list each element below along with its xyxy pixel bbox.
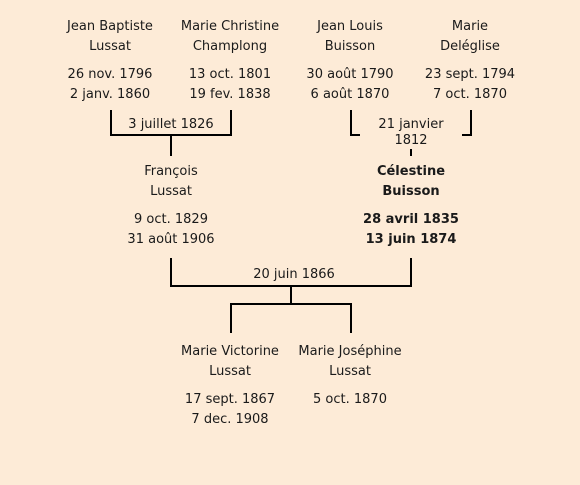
marriage-date-buisson-deleglise: 21 janvier 1812 — [360, 117, 462, 149]
person-first-name: Jean Baptiste — [67, 19, 153, 34]
birth-date: 30 août 1790 — [306, 67, 394, 82]
person-marie-christine-champlong: Marie Christine Champlong 13 oct. 1801 1… — [165, 17, 295, 105]
person-last-name: Lussat — [150, 184, 192, 199]
connector-line — [290, 285, 292, 305]
connector-line — [350, 303, 352, 333]
person-first-name: Marie Victorine — [181, 344, 279, 359]
connector-line — [230, 303, 232, 333]
connector-line — [350, 110, 352, 136]
death-date: 2 janv. 1860 — [69, 87, 151, 102]
death-date: 6 août 1870 — [310, 87, 390, 102]
person-francois-lussat: François Lussat 9 oct. 1829 31 août 1906 — [106, 162, 236, 250]
person-last-name: Lussat — [89, 39, 131, 54]
person-last-name: Lussat — [329, 364, 371, 379]
connector-line — [110, 110, 112, 136]
person-marie-victorine-lussat: Marie Victorine Lussat 17 sept. 1867 7 d… — [165, 342, 295, 430]
person-jean-baptiste-lussat: Jean Baptiste Lussat 26 nov. 1796 2 janv… — [45, 17, 175, 105]
death-date: 7 oct. 1870 — [433, 87, 507, 102]
connector-line — [230, 303, 352, 305]
person-jean-louis-buisson: Jean Louis Buisson 30 août 1790 6 août 1… — [285, 17, 415, 105]
connector-line — [170, 134, 172, 156]
death-date: 31 août 1906 — [127, 232, 215, 247]
death-date: 19 fev. 1838 — [189, 87, 271, 102]
marriage-date-lussat-buisson: 20 juin 1866 — [245, 267, 343, 283]
connector-line — [170, 258, 172, 287]
person-first-name: François — [144, 164, 198, 179]
person-celestine-buisson: Célestine Buisson 28 avril 1835 13 juin … — [346, 162, 476, 250]
person-last-name: Buisson — [324, 39, 376, 54]
person-last-name: Lussat — [209, 364, 251, 379]
person-first-name: Jean Louis — [317, 19, 383, 34]
person-first-name: Marie Joséphine — [298, 344, 402, 359]
birth-date: 28 avril 1835 — [363, 212, 459, 227]
connector-line — [410, 258, 412, 287]
birth-date: 9 oct. 1829 — [134, 212, 208, 227]
connector-line — [470, 110, 472, 136]
connector-line — [230, 110, 232, 136]
person-first-name: Célestine — [376, 164, 446, 179]
person-last-name: Deléglise — [440, 39, 500, 54]
person-last-name: Champlong — [192, 39, 268, 54]
person-first-name: Marie — [451, 19, 489, 34]
person-marie-deleglise: Marie Deléglise 23 sept. 1794 7 oct. 187… — [405, 17, 535, 105]
death-date: 7 dec. 1908 — [191, 412, 269, 427]
person-first-name: Marie Christine — [180, 19, 280, 34]
birth-date: 17 sept. 1867 — [184, 392, 276, 407]
birth-date: 5 oct. 1870 — [313, 392, 387, 407]
person-last-name: Buisson — [382, 184, 440, 199]
birth-date: 23 sept. 1794 — [424, 67, 516, 82]
person-marie-josephine-lussat: Marie Joséphine Lussat 5 oct. 1870 — [285, 342, 415, 410]
death-date: 13 juin 1874 — [365, 232, 457, 247]
birth-date: 26 nov. 1796 — [67, 67, 153, 82]
birth-date: 13 oct. 1801 — [188, 67, 272, 82]
marriage-date-lussat-champlong: 3 juillet 1826 — [121, 117, 221, 133]
